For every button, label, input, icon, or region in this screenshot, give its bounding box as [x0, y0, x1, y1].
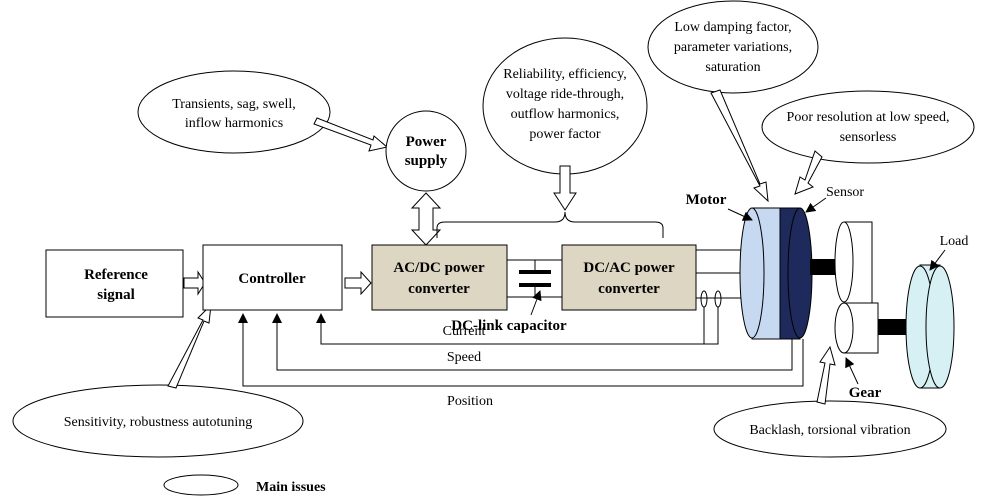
sensor-disc: [779, 207, 813, 340]
acdc-converter-block: AC/DC power converter: [371, 244, 508, 311]
gear-label: Gear: [849, 385, 882, 401]
issue-sensor-line-2: sensorless: [840, 130, 897, 145]
acdc-label-1: AC/DC power: [393, 260, 485, 276]
gear-assembly: [834, 221, 879, 354]
issue-controller-line-1: Sensitivity, robustness autotuning: [64, 415, 252, 430]
controller-label: Controller: [238, 271, 306, 287]
dcac-label-1: DC/AC power: [583, 260, 675, 276]
motor-label: Motor: [686, 192, 727, 208]
motor-pointer: [727, 208, 753, 221]
motor: [739, 207, 781, 340]
sensor-pointer: [805, 197, 827, 213]
issue-motor-line-2: parameter variations,: [674, 40, 792, 55]
capacitor-plate-top: [519, 270, 551, 274]
current-sensor-ring-1: [700, 290, 708, 308]
load-disc: [905, 264, 955, 389]
issue-converter-line-1: Reliability, efficiency,: [503, 67, 627, 82]
current-sensor-ring-2: [714, 290, 722, 308]
dcac-label-2: converter: [598, 281, 660, 297]
dcac-converter-block: DC/AC power converter: [561, 244, 697, 311]
issue-gear-line-1: Backlash, torsional vibration: [749, 423, 910, 438]
reference-label-2: signal: [97, 287, 135, 303]
hollow-arrow-ctrl-acdc: [344, 270, 372, 296]
issue-supply: Transients, sag, swell, inflow harmonics: [137, 70, 331, 154]
hollow-arrow-gear: [816, 345, 836, 405]
power-supply-line-2: supply: [405, 153, 448, 169]
load-pointer: [929, 249, 946, 271]
issue-controller: Sensitivity, robustness autotuning: [12, 384, 304, 458]
issue-motor-line-3: saturation: [705, 60, 760, 75]
acdc-label-2: converter: [408, 281, 470, 297]
power-supply-double-arrow: [410, 192, 442, 246]
position-feedback-line: [238, 313, 804, 387]
dc-link-label: DC-link capacitor: [451, 318, 567, 334]
legend: Main issues: [163, 474, 326, 496]
hollow-arrow-sensor: [794, 150, 823, 195]
hollow-arrow-supply: [313, 117, 389, 152]
hollow-arrow-converter: [553, 165, 577, 211]
capacitor-plate-bottom: [519, 283, 551, 287]
dc-link: [507, 259, 562, 298]
gear-shaft: [872, 319, 914, 335]
issue-converter-line-2: voltage ride-through,: [506, 87, 624, 102]
issue-gear: Backlash, torsional vibration: [713, 400, 947, 458]
issue-sensor-line-1: Poor resolution at low speed,: [787, 110, 950, 125]
issue-converter: Reliability, efficiency, voltage ride-th…: [482, 37, 648, 175]
power-supply: Power supply: [385, 110, 467, 192]
load-label: Load: [940, 234, 969, 249]
converter-brace: [436, 211, 664, 238]
controller-block: Controller: [202, 244, 343, 311]
current-feedback-line: [316, 307, 705, 345]
sensor-label: Sensor: [826, 185, 864, 200]
reference-signal-block: Reference signal: [45, 249, 184, 318]
issue-motor: Low damping factor, parameter variations…: [647, 0, 819, 94]
hollow-arrow-controller: [167, 303, 212, 389]
speed-label: Speed: [447, 350, 481, 365]
hollow-arrow-motor: [710, 89, 769, 203]
issue-motor-line-1: Low damping factor,: [674, 20, 791, 35]
gear-pointer: [845, 357, 859, 385]
power-supply-line-1: Power: [406, 134, 447, 150]
position-label: Position: [447, 394, 493, 409]
reference-label-1: Reference: [84, 267, 148, 283]
current-label: Current: [443, 324, 486, 339]
issue-supply-line-2: inflow harmonics: [185, 116, 283, 131]
hollow-arrow-ref-ctrl: [183, 270, 206, 296]
legend-ellipse: [163, 474, 239, 496]
current-feedback-branch: [704, 307, 719, 345]
issue-converter-line-4: power factor: [529, 127, 600, 142]
dc-link-pointer: [530, 290, 542, 316]
legend-label: Main issues: [256, 480, 326, 495]
issue-supply-line-1: Transients, sag, swell,: [172, 97, 296, 112]
speed-feedback-line: [272, 313, 793, 371]
issue-sensor: Poor resolution at low speed, sensorless: [761, 90, 975, 164]
issue-converter-line-3: outflow harmonics,: [511, 107, 620, 122]
